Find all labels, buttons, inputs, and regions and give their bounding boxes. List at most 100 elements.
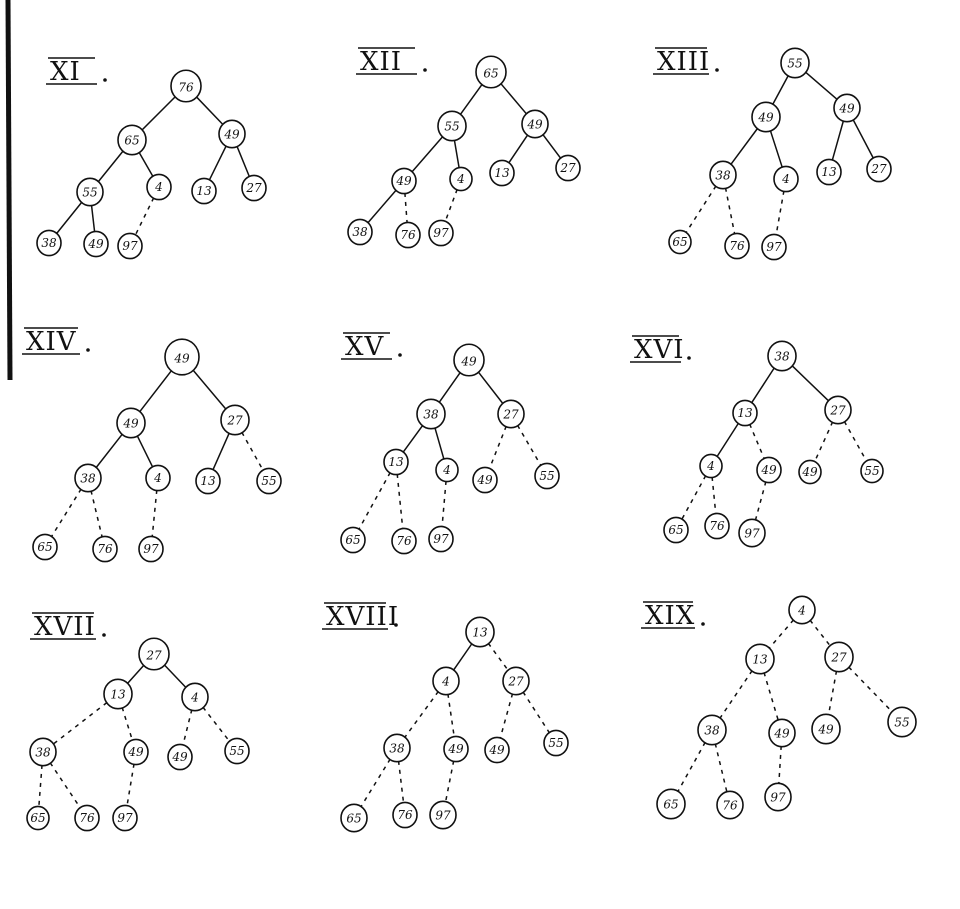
tree-node-circle — [860, 458, 884, 484]
tree-node-circle — [704, 512, 730, 540]
tree-node-circle — [428, 525, 454, 553]
tree-node-circle — [116, 407, 146, 439]
tree-node-value: 49 — [838, 101, 855, 115]
tree-node-value: 4 — [442, 463, 451, 477]
tree-node-circle — [780, 47, 810, 79]
tree-edge-dashed — [843, 420, 868, 462]
tree-node: 13 — [465, 616, 495, 648]
tree-node: 13 — [383, 448, 409, 476]
panel-label: XVI — [634, 335, 685, 365]
tree-node: 49 — [123, 738, 149, 766]
tree-node: 65 — [475, 55, 507, 89]
tree-edge-dashed — [447, 693, 455, 738]
tree-node-value: 97 — [143, 542, 159, 556]
tree-node: 4 — [435, 457, 459, 483]
tree-node: 49 — [83, 230, 109, 258]
tree-node-value: 97 — [766, 240, 782, 254]
tree-edge-solid — [769, 130, 784, 168]
tree-node-value: 49 — [817, 722, 834, 736]
tree-edge-dashed — [499, 693, 514, 739]
tree-node-circle — [146, 173, 172, 201]
tree-node-circle — [788, 595, 816, 625]
tree-node-circle — [170, 69, 202, 103]
tree-node-value: 38 — [35, 745, 51, 759]
tree-node-circle — [656, 788, 686, 820]
tree-node-circle — [416, 398, 446, 430]
panel-label: XVIII — [326, 602, 399, 632]
tree-node-value: 76 — [79, 811, 95, 825]
tree-node: 97 — [112, 804, 138, 832]
tree-node-value: 97 — [435, 808, 451, 822]
tree-node-circle — [751, 101, 781, 133]
tree-edge-solid — [542, 133, 562, 159]
tree-node: 27 — [502, 666, 530, 696]
tree-node: 13 — [816, 158, 842, 186]
tree-node: 55 — [543, 729, 569, 757]
tree-edge-dashed — [681, 475, 707, 520]
tree-node-circle — [453, 343, 485, 377]
tree-node-circle — [745, 643, 775, 675]
tree-node-value: 49 — [127, 745, 144, 759]
tree-node-value: 27 — [870, 162, 887, 176]
tree-node: 55 — [860, 458, 884, 484]
tree-edge-solid — [508, 134, 529, 164]
tree-node-circle — [391, 167, 417, 195]
tree-node-circle — [521, 109, 549, 139]
tree-node-value: 55 — [548, 736, 563, 750]
tree-node-value: 38 — [715, 168, 731, 182]
tree-node-circle — [74, 804, 100, 832]
tree-edge-solid — [367, 189, 397, 224]
tree-node-circle — [224, 737, 250, 765]
tree-node: 97 — [428, 219, 454, 247]
tree-edge-solid — [771, 74, 790, 106]
tree-node-circle — [497, 399, 525, 429]
tree-node-value: 65 — [672, 235, 687, 249]
tree-node-value: 13 — [752, 652, 768, 666]
tree-node: 55 — [224, 737, 250, 765]
tree-node-value: 65 — [30, 811, 45, 825]
tree-edge-solid — [138, 369, 173, 413]
tree-node: 27 — [824, 641, 854, 673]
tree-edge-dashed — [775, 190, 785, 236]
tree-node: 38 — [347, 218, 373, 246]
tree-node-value: 13 — [472, 625, 488, 639]
tree-node-value: 4 — [706, 459, 715, 473]
tree-node-circle — [475, 55, 507, 89]
tree-node-circle — [428, 219, 454, 247]
tree-node: 55 — [534, 462, 560, 490]
tree-node-circle — [764, 782, 792, 812]
panel-label-period — [86, 348, 90, 352]
tree-edge-solid — [55, 201, 83, 235]
tree-edge-solid — [453, 139, 460, 169]
tree-edge-solid — [411, 136, 444, 173]
tree-node-value: 76 — [400, 228, 416, 242]
tree-node-value: 49 — [773, 726, 790, 740]
tree-node-value: 27 — [559, 161, 576, 175]
tree-node: 13 — [745, 643, 775, 675]
tree-node: 49 — [443, 735, 469, 763]
tree-node-value: 38 — [774, 349, 790, 363]
tree-node-value: 55 — [787, 56, 802, 70]
tree-node-value: 65 — [663, 797, 678, 811]
tree-node-circle — [395, 221, 421, 249]
tree-node-value: 76 — [709, 519, 725, 533]
tree-node-circle — [543, 729, 569, 757]
panel-label-period — [398, 353, 402, 357]
tree-node-value: 65 — [483, 66, 498, 80]
panel-label-period — [394, 623, 398, 627]
tree-edge-dashed — [516, 424, 542, 466]
tree-edge-dashed — [848, 666, 893, 713]
tree-node-circle — [181, 682, 209, 712]
tree-node: 13 — [489, 159, 515, 187]
tree-edge-solid — [90, 204, 96, 233]
tree-node-value: 4 — [797, 603, 806, 617]
tree-node: 76 — [74, 804, 100, 832]
tree-node-value: 97 — [117, 811, 133, 825]
tree-edge-dashed — [404, 691, 439, 738]
tree-node: 49 — [756, 456, 782, 484]
tree-node-circle — [534, 462, 560, 490]
tree-edge-dashed — [396, 473, 404, 530]
tree-node-circle — [709, 160, 737, 190]
